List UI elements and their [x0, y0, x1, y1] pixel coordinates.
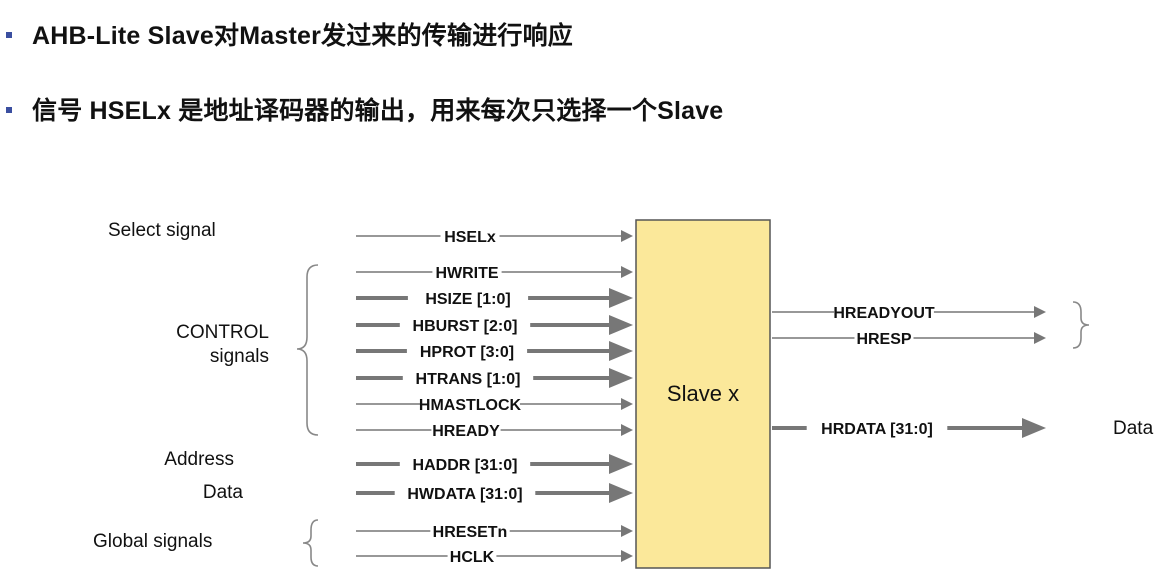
- slave-box: [635, 219, 771, 569]
- arrow-head: [609, 341, 633, 361]
- signal-label: HPROT [3:0]: [420, 344, 514, 361]
- signal-label: HADDR [31:0]: [413, 457, 518, 474]
- bullet-marker: [6, 107, 12, 113]
- signal-hrdata-31-0: HRDATA [31:0]: [772, 418, 1046, 438]
- global-brace: [302, 519, 319, 567]
- signal-hburst-2-0: HBURST [2:0]: [356, 315, 633, 335]
- arrow-head: [621, 398, 633, 410]
- signal-label: HTRANS [1:0]: [416, 371, 521, 388]
- arrow-head: [609, 315, 633, 335]
- bullet-text: AHB-Lite Slave对Master发过来的传输进行响应: [32, 22, 574, 50]
- slave-label: Slave x: [667, 381, 739, 406]
- bullet-1: AHB-Lite Slave对Master发过来的传输进行响应: [6, 16, 573, 52]
- arrow-head: [621, 525, 633, 537]
- bullet-text: 信号 HSELx 是地址译码器的输出，用来每次只选择一个Slave: [32, 97, 724, 125]
- signal-hwrite: HWRITE: [356, 265, 633, 282]
- arrow-head: [609, 288, 633, 308]
- address-label: Address: [164, 449, 234, 470]
- select-signal-label: Select signal: [108, 220, 216, 241]
- signal-haddr-31-0: HADDR [31:0]: [356, 454, 633, 474]
- output-brace: [1072, 301, 1090, 349]
- signal-hsize-1-0: HSIZE [1:0]: [356, 288, 633, 308]
- control-label-line1: CONTROL: [176, 322, 269, 343]
- data-out-label: Data: [1113, 418, 1154, 439]
- signal-label: HREADY: [432, 423, 500, 440]
- signal-label: HWDATA [31:0]: [407, 486, 522, 503]
- signal-htrans-1-0: HTRANS [1:0]: [356, 368, 633, 388]
- signal-label: HREADYOUT: [833, 305, 935, 322]
- data-in-label: Data: [203, 482, 244, 503]
- signal-hreadyout: HREADYOUT: [772, 305, 1046, 322]
- bullet-marker: [6, 32, 12, 38]
- signal-label: HCLK: [450, 549, 495, 566]
- signal-label: HBURST [2:0]: [413, 318, 518, 335]
- arrow-head: [609, 368, 633, 388]
- control-label-line2: signals: [210, 346, 269, 367]
- signal-hwdata-31-0: HWDATA [31:0]: [356, 483, 633, 503]
- signal-hselx: HSELx: [356, 229, 633, 246]
- signal-label: HWRITE: [435, 265, 498, 282]
- arrow-head: [609, 454, 633, 474]
- signal-label: HRESETn: [433, 524, 508, 541]
- arrow-head: [609, 483, 633, 503]
- arrow-head: [1022, 418, 1046, 438]
- arrow-head: [621, 230, 633, 242]
- global-signals-label: Global signals: [93, 531, 212, 552]
- signal-hresp: HRESP: [772, 331, 1046, 348]
- signal-label: HRESP: [856, 331, 911, 348]
- signal-label: HMASTLOCK: [419, 397, 522, 414]
- arrow-head: [621, 550, 633, 562]
- signal-hmastlock: HMASTLOCK: [356, 397, 633, 414]
- arrow-head: [1034, 332, 1046, 344]
- control-brace: [296, 264, 319, 436]
- arrow-head: [1034, 306, 1046, 318]
- bullet-2: 信号 HSELx 是地址译码器的输出，用来每次只选择一个Slave: [6, 91, 723, 127]
- signal-label: HRDATA [31:0]: [821, 421, 933, 438]
- arrow-head: [621, 266, 633, 278]
- signal-hresetn: HRESETn: [356, 524, 633, 541]
- signal-label: HSIZE [1:0]: [425, 291, 510, 308]
- signal-hprot-3-0: HPROT [3:0]: [356, 341, 633, 361]
- arrow-head: [621, 424, 633, 436]
- signal-hclk: HCLK: [356, 549, 633, 566]
- signal-hready: HREADY: [356, 423, 633, 440]
- signal-label: HSELx: [444, 229, 496, 246]
